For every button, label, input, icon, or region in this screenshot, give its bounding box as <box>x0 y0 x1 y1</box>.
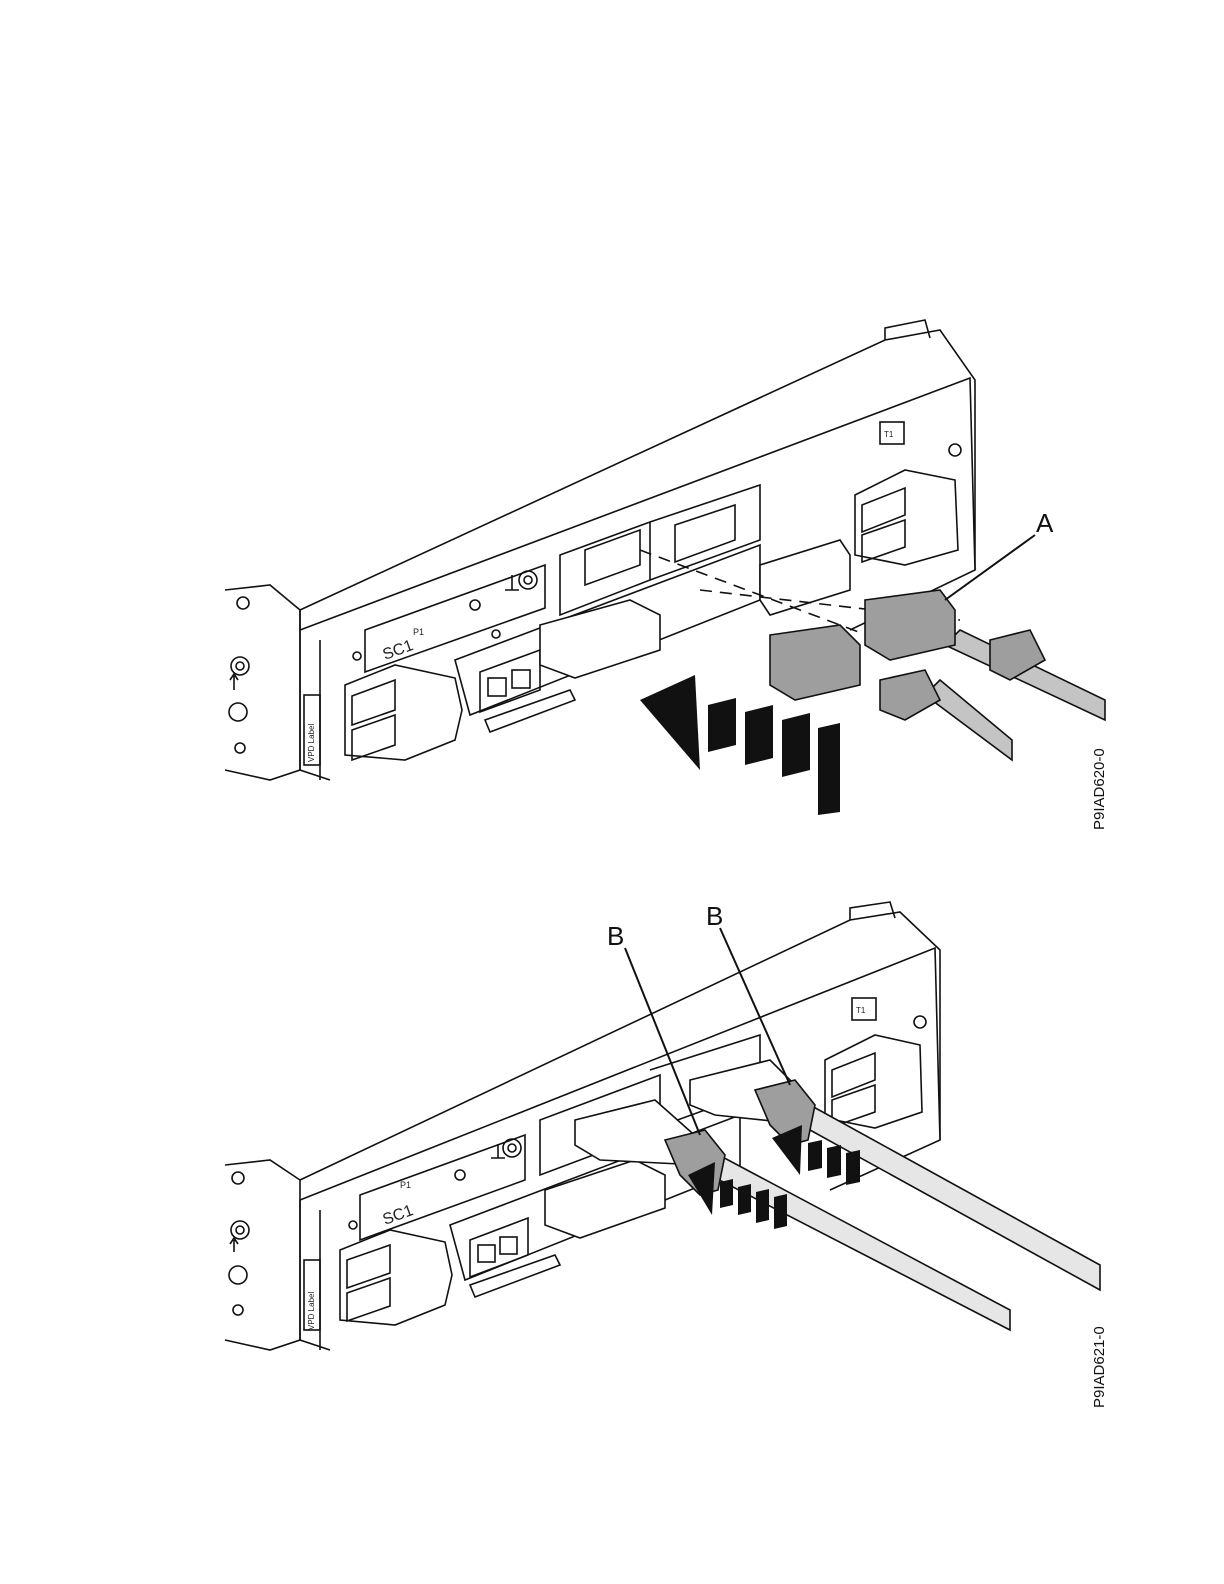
callout-a: A <box>1036 508 1054 538</box>
port-label: P1 <box>413 627 424 637</box>
port-label: P1 <box>400 1180 411 1190</box>
t1-label: T1 <box>884 430 894 439</box>
figure-cable-latched: B B SC1 P1 VPD Label T1 P9IAD621-0 <box>0 890 1224 1450</box>
callout-b-1: B <box>607 921 624 951</box>
figure-2-drawing: B B SC1 P1 VPD Label T1 P9IAD621-0 <box>0 890 1224 1450</box>
slot-label: SC1 <box>381 1202 416 1229</box>
figure-id: P9IAD621-0 <box>1091 1326 1108 1408</box>
figure-cable-insertion: A SC1 P1 VPD Label T1 P9IAD620-0 <box>0 300 1224 860</box>
figure-id: P9IAD620-0 <box>1091 748 1108 830</box>
callout-b-2: B <box>706 901 723 931</box>
figure-1-drawing: A SC1 P1 VPD Label T1 P9IAD620-0 <box>0 300 1224 860</box>
vpd-label: VPD Label <box>307 1292 316 1330</box>
t1-label: T1 <box>856 1006 866 1015</box>
vpd-label: VPD Label <box>307 724 316 762</box>
